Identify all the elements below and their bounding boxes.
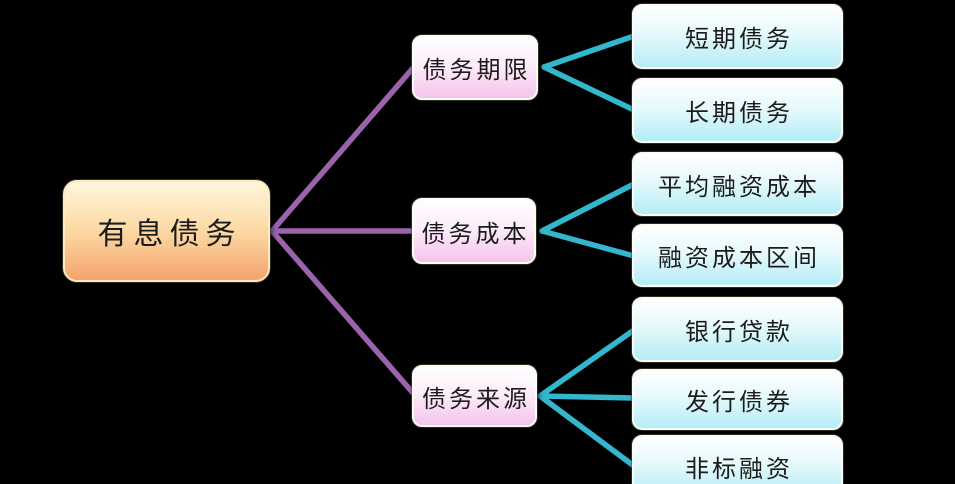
connector-root-to-debt-source xyxy=(269,228,416,396)
node-label: 有息债务 xyxy=(97,218,242,251)
connector-root-to-debt-maturity xyxy=(269,65,416,234)
node-label: 平均融资成本 xyxy=(658,174,820,201)
branch-connectors xyxy=(537,33,637,469)
node-label: 债务期限 xyxy=(422,58,531,84)
node-label: 债务成本 xyxy=(421,221,530,248)
connector-maturity-to-long-term xyxy=(541,64,637,113)
node-label: 银行贷款 xyxy=(685,320,793,346)
node-label: 短期债务 xyxy=(685,27,793,53)
leaf-node-bond-issuance: 发行债券 xyxy=(632,369,843,430)
leaf-node-non-standard-financing: 非标融资 xyxy=(632,435,843,484)
connector-cost-to-cost-range xyxy=(539,228,637,259)
leaf-node-financing-cost-range: 融资成本区间 xyxy=(632,224,843,287)
connector-cost-to-average-cost xyxy=(539,181,637,234)
node-label: 非标融资 xyxy=(685,457,793,483)
leaf-node-long-term-debt: 长期债务 xyxy=(632,78,843,143)
node-label: 发行债券 xyxy=(685,390,793,416)
leaf-node-average-financing-cost: 平均融资成本 xyxy=(632,152,843,216)
connector-maturity-to-short-term xyxy=(541,33,637,70)
connector-source-to-non-standard xyxy=(537,393,637,469)
connector-source-to-bank-loans xyxy=(537,327,637,399)
leaf-node-bank-loans: 银行贷款 xyxy=(632,297,843,362)
node-label: 债务来源 xyxy=(422,386,530,413)
branch-node-debt-maturity: 债务期限 xyxy=(412,35,538,100)
branch-node-debt-cost: 债务成本 xyxy=(412,198,536,264)
branch-node-debt-source: 债务来源 xyxy=(412,365,537,427)
node-label: 长期债务 xyxy=(685,101,793,127)
connector-source-to-bond-issuance xyxy=(537,393,637,401)
node-label: 融资成本区间 xyxy=(658,246,820,272)
root-node-interest-bearing-debt: 有息债务 xyxy=(63,180,270,282)
leaf-node-short-term-debt: 短期债务 xyxy=(632,4,843,69)
root-connectors xyxy=(269,65,416,396)
